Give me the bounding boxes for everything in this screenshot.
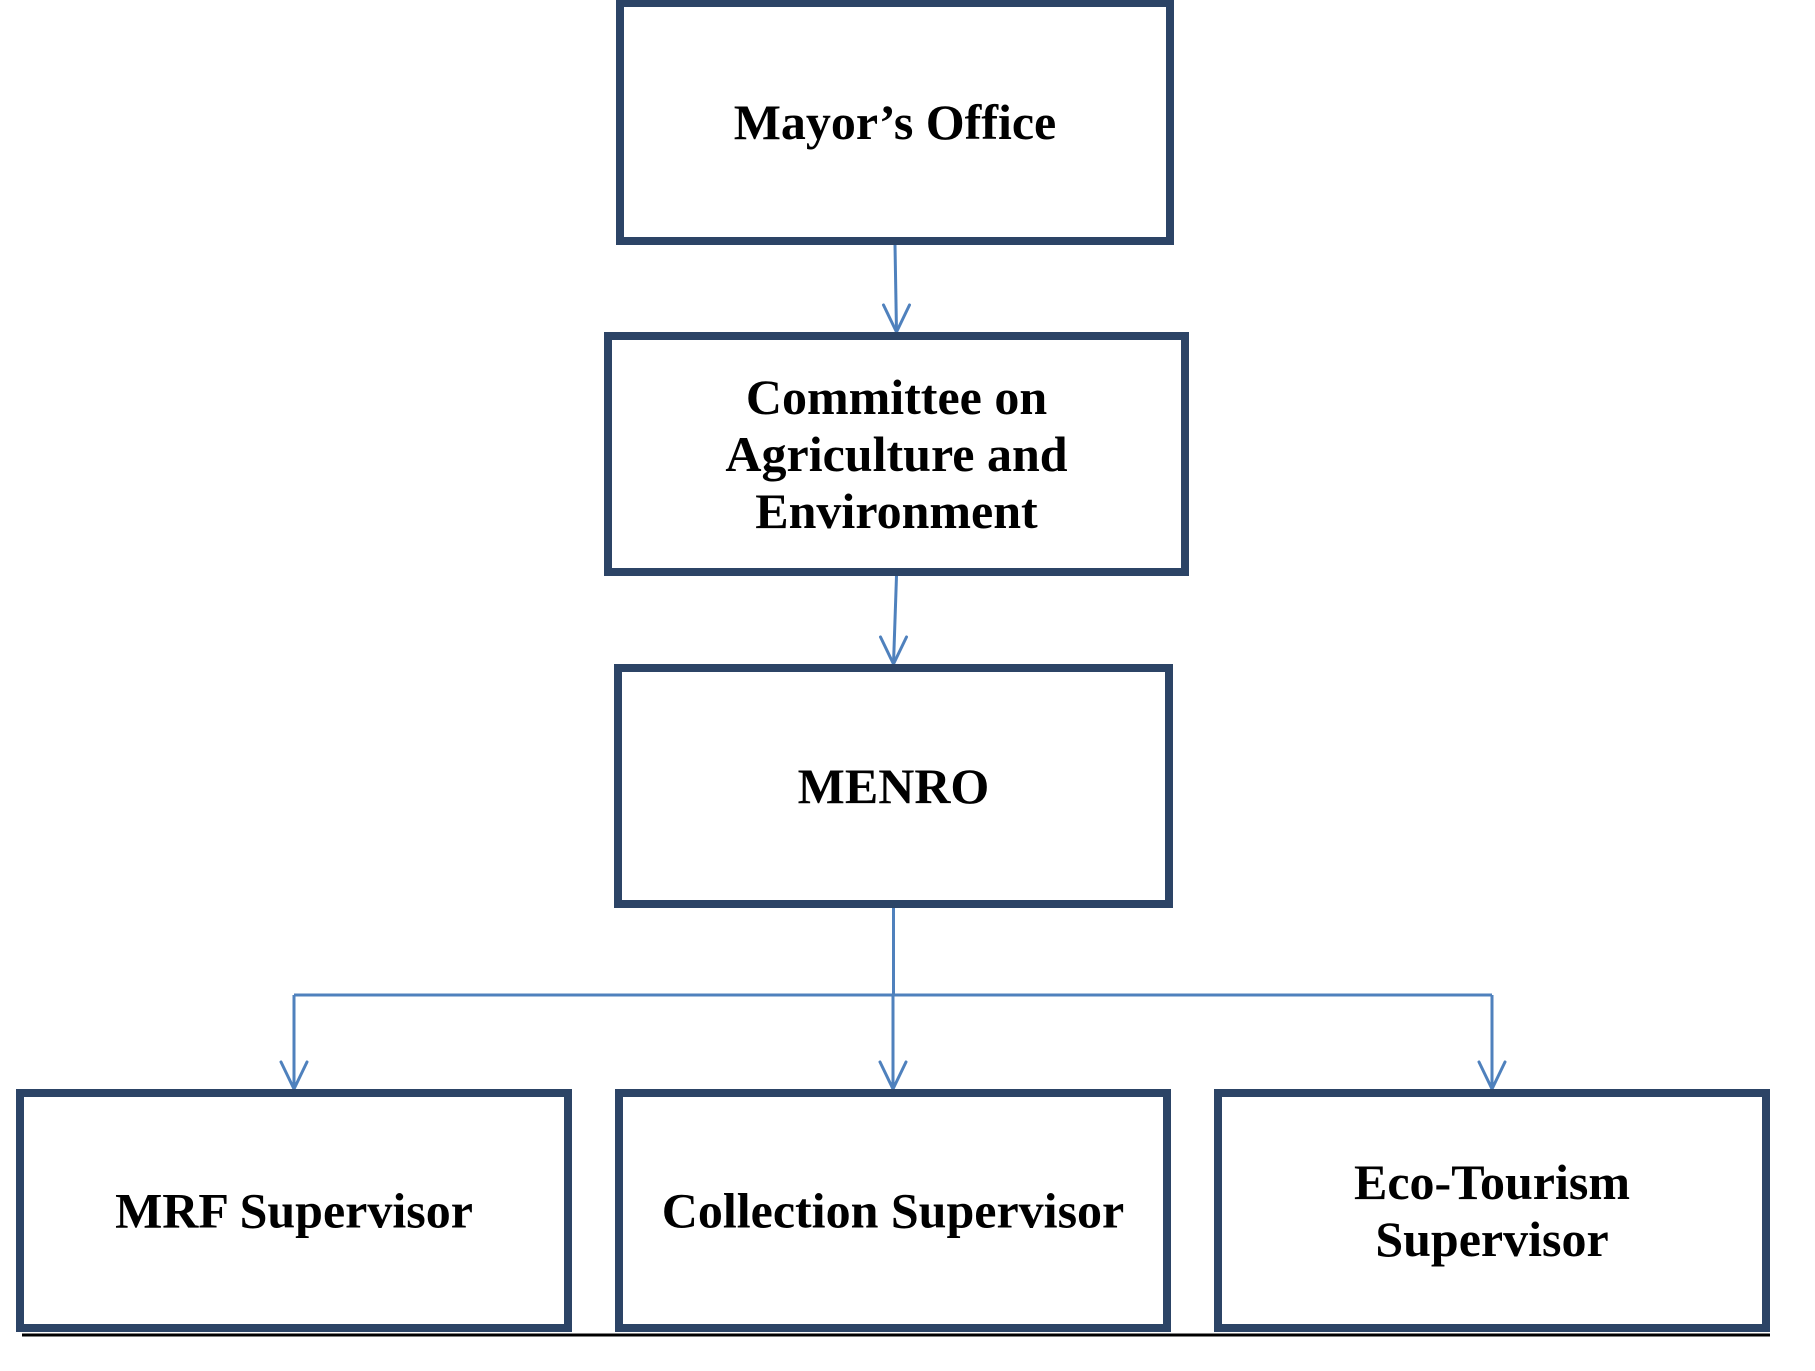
collection-supervisor-label-line-1: Collection Supervisor [662, 1183, 1124, 1239]
edge-mayor-to-committee [882, 244, 911, 334]
eco-tourism-supervisor-box [1214, 1089, 1770, 1332]
committee-agriculture-environment-label-line-3: Environment [755, 483, 1038, 539]
edge-menro-to-collection [878, 995, 908, 1091]
edge-mayor-to-committee-line [893, 244, 898, 333]
collection-supervisor-box [615, 1089, 1171, 1332]
committee-agriculture-environment-label-line-2: Agriculture and [725, 426, 1067, 482]
edge-menro-to-mrf [279, 995, 309, 1091]
connectors-layer [279, 244, 1507, 1091]
eco-tourism-supervisor-label-line-1: Eco-Tourism [1354, 1154, 1630, 1210]
committee-agriculture-environment-label-line-1: Committee on [746, 369, 1047, 425]
menro-label-line-1: MENRO [798, 758, 990, 814]
menro-box [614, 664, 1173, 908]
mrf-supervisor-box [16, 1089, 572, 1332]
committee-agriculture-environment-box [604, 332, 1189, 576]
edge-menro-to-ecotourism [1477, 995, 1507, 1091]
mrf-supervisor-node: MRF Supervisor [16, 1089, 572, 1332]
edge-committee-to-menro [879, 575, 908, 666]
edge-committee-to-menro-line [892, 575, 898, 665]
mrf-supervisor-label-line-1: MRF Supervisor [115, 1183, 473, 1239]
collection-supervisor-node: Collection Supervisor [615, 1089, 1171, 1332]
mayors-office-label-line-1: Mayor’s Office [734, 94, 1057, 150]
eco-tourism-supervisor-label-line-2: Supervisor [1375, 1211, 1608, 1267]
menro-node: MENRO [614, 664, 1173, 908]
mayors-office-node: Mayor’s Office [616, 0, 1174, 245]
mayors-office-box [616, 0, 1174, 245]
